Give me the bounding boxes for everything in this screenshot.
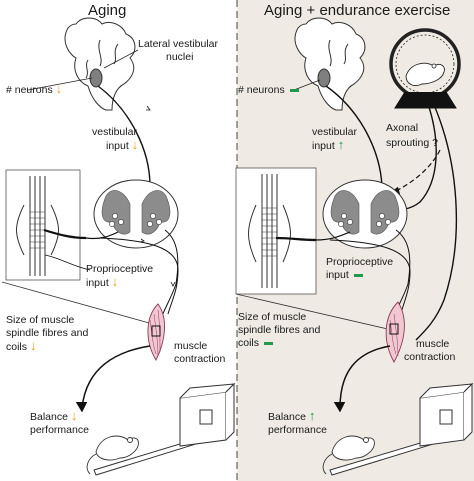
spindle-label-right-3: coils: [238, 337, 273, 349]
vestibular-label-right-2: input ↑: [312, 137, 345, 152]
neurons-text: # neurons: [238, 84, 285, 96]
vestibular-label-left-2: input ↓: [106, 137, 139, 152]
increase-icon: ↑: [337, 137, 345, 152]
spinal-cord-icon: [93, 179, 179, 249]
axonal-sprouting-label-2: sprouting ?: [386, 137, 438, 149]
spindle-label-left-3: coils ↓: [6, 338, 37, 353]
spindle-label-left-1: Size of muscle: [6, 314, 75, 326]
balance-beam-icon: [93, 382, 236, 476]
brain-icon: [294, 17, 366, 111]
spindle-label-right-2: spindle fibres and: [238, 324, 321, 336]
muscle-contraction-left-1: muscle: [174, 340, 208, 352]
axonal-sprouting-label-1: Axonal: [386, 122, 419, 134]
vestibular-pathway: [97, 85, 151, 187]
muscle-spindle-icon: [16, 176, 59, 276]
spinal-cord-icon: [322, 179, 408, 249]
balance-text: Balance: [30, 411, 68, 423]
proprioceptive-input-text: input: [86, 277, 109, 289]
vestibular-label-right-1: vestibular: [312, 126, 357, 138]
neurons-label-right: # neurons: [238, 84, 299, 96]
brain-icon: [64, 17, 136, 111]
balance-label-left-1: Balance ↓: [30, 408, 78, 423]
spindle-coils-text: coils: [6, 341, 28, 353]
balance-label-right-2: performance: [268, 424, 327, 436]
decrease-icon: ↓: [70, 408, 78, 423]
unchanged-icon: [289, 88, 299, 92]
spindle-box: [235, 167, 317, 295]
exercise-wheel-icon: [389, 28, 461, 109]
vestibular-input-text: input: [312, 140, 335, 152]
unchanged-icon: [353, 273, 363, 277]
vestibular-input-text: input: [106, 140, 129, 152]
balance-beam-icon: [329, 382, 474, 476]
decrease-icon: ↓: [111, 274, 119, 289]
spindle-label-left-2: spindle fibres and: [6, 327, 89, 339]
unchanged-icon: [263, 341, 273, 345]
balance-text: Balance: [268, 411, 306, 423]
proprioceptive-label-right-2: input: [326, 269, 363, 281]
proprioceptive-label-left-1: Proprioceptive: [86, 263, 154, 275]
spindle-coils-text: coils: [238, 337, 260, 349]
left-panel-title: Aging: [88, 2, 127, 19]
proprioceptive-label-right-1: Proprioceptive: [326, 256, 394, 268]
decrease-icon: ↓: [55, 81, 63, 96]
mouse-icon: [86, 435, 139, 475]
neurons-text: # neurons: [6, 84, 53, 96]
decrease-icon: ↓: [29, 338, 37, 353]
increase-icon: ↑: [308, 408, 316, 423]
decrease-icon: ↓: [131, 137, 139, 152]
muscle-spindle-icon: [248, 174, 291, 288]
lateral-vestibular-label-1: Lateral vestibular: [138, 38, 218, 50]
vestibular-label-left-1: vestibular: [92, 126, 137, 138]
balance-label-left-2: performance: [30, 424, 89, 436]
muscle-contraction-right-2: contraction: [404, 351, 456, 363]
balance-label-right-1: Balance ↑: [268, 408, 316, 423]
spindle-label-right-1: Size of muscle: [238, 311, 307, 323]
muscle-icon: [147, 303, 165, 361]
spindle-box: [5, 169, 81, 281]
muscle-icon: [385, 301, 405, 363]
neurons-label-left: # neurons ↓: [6, 81, 63, 96]
proprioceptive-label-left-2: input ↓: [86, 274, 119, 289]
muscle-contraction-left-2: contraction: [174, 353, 226, 365]
right-panel-title: Aging + endurance exercise: [264, 2, 451, 19]
lateral-vestibular-label-2: nuclei: [166, 51, 194, 63]
mouse-icon: [322, 435, 375, 475]
muscle-contraction-right-1: muscle: [416, 338, 450, 350]
proprioceptive-input-text: input: [326, 269, 349, 281]
